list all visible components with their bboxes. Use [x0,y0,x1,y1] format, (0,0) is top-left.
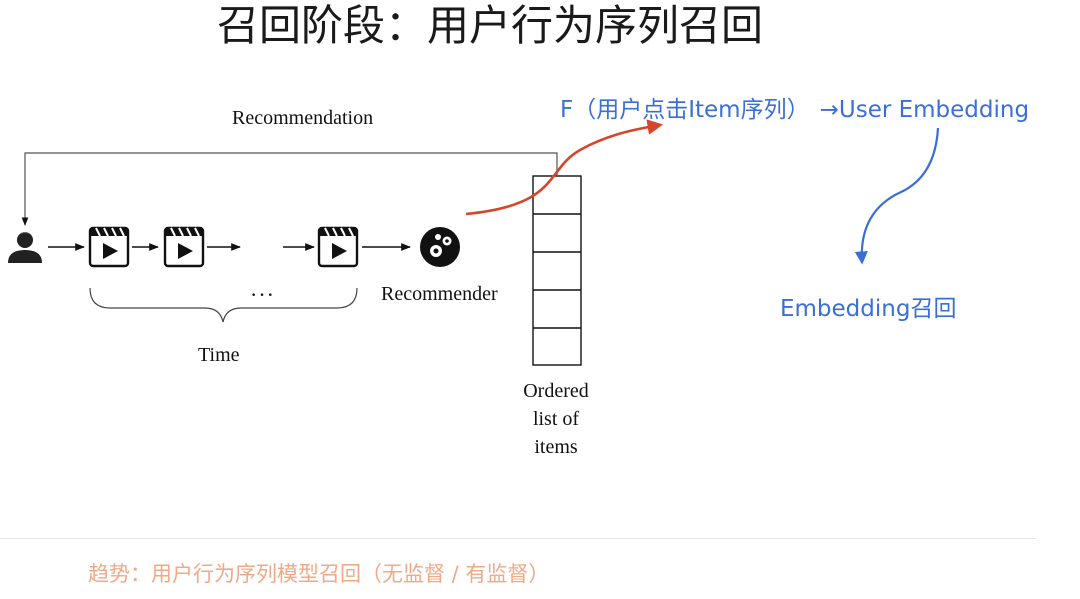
time-brace [89,287,358,323]
formula-arrow: → [819,97,839,123]
recommender-label: Recommender [381,283,498,305]
feedback-loop-line [21,152,558,226]
feedback-label: Recommendation [232,107,374,129]
formula-text: F（用户点击Item序列） →User Embedding [560,96,1029,124]
divider [0,538,1036,539]
video-item-icon [317,226,359,268]
ordered-list-box [532,175,582,366]
trend-note: 趋势：用户行为序列模型召回（无监督 / 有监督） [88,562,550,586]
ellipsis-label: ··· [250,282,275,307]
slide-title: 召回阶段：用户行为序列召回 [216,1,763,50]
formula-result: User Embedding [838,97,1030,123]
ordered-list-line: list of [532,408,580,430]
time-label: Time [198,344,240,366]
ordered-list-caption: Ordered list of items [505,377,607,461]
embedding-recall-label: Embedding召回 [780,296,957,322]
video-item-icon [88,226,130,268]
gear-icon [420,227,460,267]
blue-curved-arrow [854,127,940,265]
formula-f: F（用户点击Item序列） [560,97,810,123]
ordered-list-line: Ordered [523,380,589,402]
ordered-list-line: items [534,436,578,458]
video-item-icon [163,226,205,268]
user-icon [8,232,42,263]
red-curved-arrow [465,119,664,216]
